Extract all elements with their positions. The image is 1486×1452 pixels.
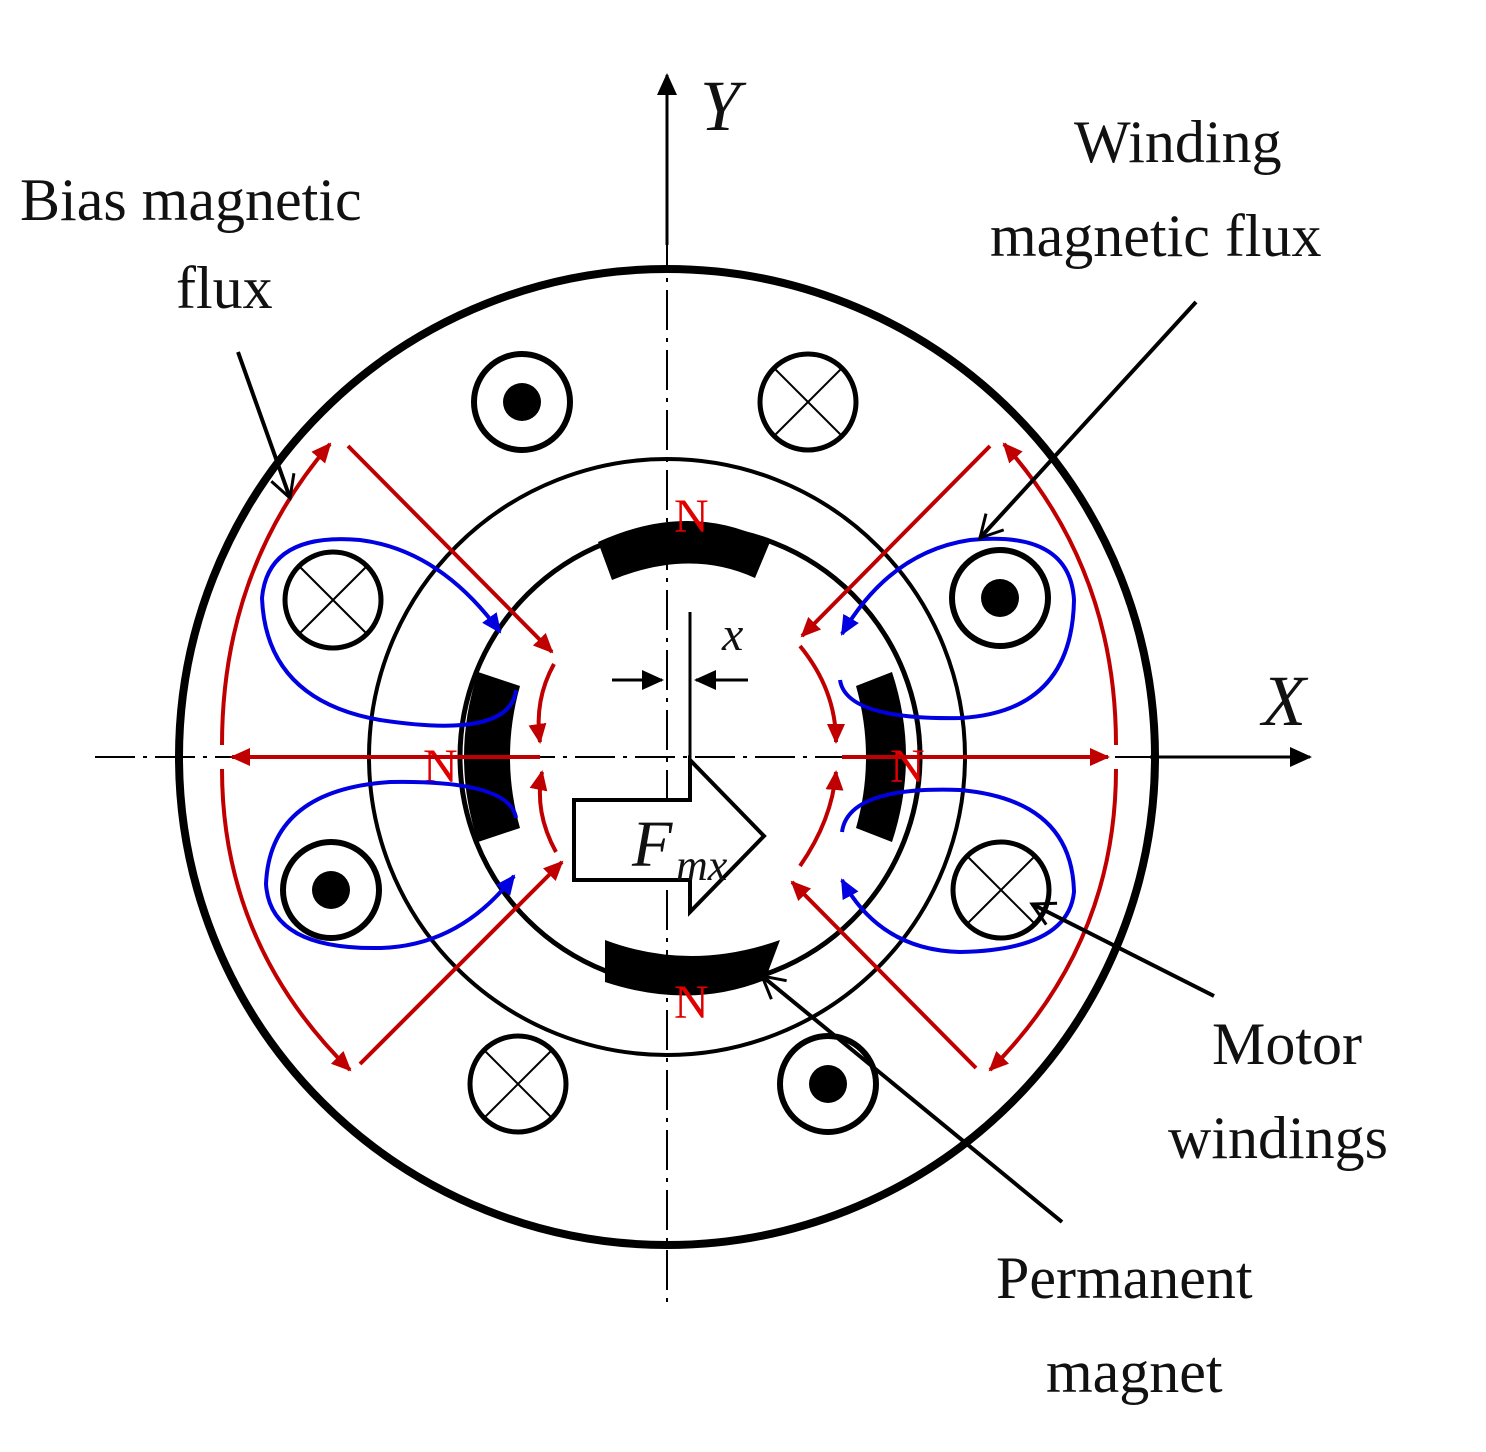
bias-flux-inner-arc-right-upper bbox=[798, 644, 845, 744]
bias-flux-right-arc-upper bbox=[1002, 442, 1118, 746]
callout-motor-windings bbox=[1029, 901, 1215, 998]
bias-flux-left-arc-upper bbox=[220, 442, 332, 746]
bias-flux-left-arc-lower bbox=[220, 768, 352, 1072]
outer-stator-ring bbox=[175, 265, 1159, 1249]
motor-windings-label-line1: Motor bbox=[1212, 1011, 1362, 1077]
bias-flux-diagonal-top-right bbox=[800, 444, 992, 638]
callout-arrows bbox=[236, 300, 1215, 1224]
bias-flux-inner-arc-left-upper bbox=[528, 663, 556, 744]
current-in-cross-icon-stroke bbox=[966, 855, 1036, 925]
winding-flux-label-line2: magnetic flux bbox=[990, 203, 1322, 269]
annotation-labels: Bias magnetic flux Winding magnetic flux… bbox=[20, 109, 1388, 1405]
y-axis-label: Y bbox=[700, 66, 747, 146]
bias-flux-diagonal-bottom-right bbox=[790, 880, 978, 1070]
winding-left-upper bbox=[282, 549, 384, 651]
winding-top-left bbox=[471, 351, 573, 453]
force-arrow-shape bbox=[572, 755, 767, 917]
pole-label-right: N bbox=[890, 740, 925, 793]
winding-flux-loop-right-upper bbox=[838, 536, 1077, 721]
callout-permanent-magnet bbox=[759, 974, 1064, 1224]
force-label-subscript: mx bbox=[676, 841, 728, 890]
center-lines bbox=[95, 230, 1240, 1310]
callout-bias-flux bbox=[236, 351, 296, 501]
magnet-top bbox=[598, 521, 770, 580]
winding-right-upper bbox=[949, 547, 1051, 649]
bias-flux-inner-arc-right-lower bbox=[798, 770, 844, 868]
bias-flux-diagonal-top-left bbox=[346, 444, 554, 654]
motor-windings-label-line2: windings bbox=[1168, 1105, 1388, 1171]
magnet-bottom bbox=[605, 940, 780, 996]
current-in-cross-icon-stroke bbox=[298, 565, 368, 635]
current-in-cross-icon-stroke bbox=[483, 1049, 553, 1119]
winding-flux-label-line1: Winding bbox=[1074, 109, 1282, 175]
current-in-cross-icon-stroke bbox=[773, 367, 843, 437]
bias-flux-inner-arc-left-lower bbox=[529, 770, 558, 853]
pole-label-top: N bbox=[674, 490, 709, 543]
winding-flux-loop-left-upper bbox=[259, 537, 518, 728]
displacement-indicator: x bbox=[612, 608, 748, 790]
winding-bottom-right bbox=[777, 1033, 879, 1135]
current-out-dot-icon bbox=[503, 383, 541, 421]
current-out-dot-icon bbox=[312, 871, 350, 909]
displacement-label: x bbox=[721, 608, 743, 661]
winding-flux-loops bbox=[259, 536, 1077, 955]
pole-label-bottom: N bbox=[674, 976, 709, 1029]
winding-bottom-left bbox=[467, 1033, 569, 1135]
winding-right-lower bbox=[950, 839, 1052, 941]
current-out-dot-icon bbox=[981, 579, 1019, 617]
winding-top-right bbox=[757, 351, 859, 453]
windings bbox=[280, 351, 1052, 1135]
x-axis-label: X bbox=[1259, 661, 1309, 741]
bias-flux-diagonal-bottom-left bbox=[358, 860, 564, 1066]
axes: X Y bbox=[657, 66, 1312, 767]
pole-labels: N N N N bbox=[423, 490, 925, 1029]
winding-left-lower bbox=[280, 839, 382, 941]
bias-flux-label-line2: flux bbox=[176, 255, 273, 321]
callout-winding-flux bbox=[977, 300, 1198, 541]
permanent-magnets bbox=[464, 521, 906, 996]
force-arrow: F mx bbox=[572, 755, 767, 917]
winding-flux-loop-right-lower bbox=[840, 787, 1077, 955]
force-label-main: F bbox=[631, 808, 673, 881]
permanent-magnet-label-line2: magnet bbox=[1046, 1339, 1223, 1405]
bias-flux-label-line1: Bias magnetic bbox=[20, 167, 362, 233]
bias-flux-paths bbox=[220, 442, 1118, 1072]
permanent-magnet-label-line1: Permanent bbox=[996, 1245, 1253, 1311]
winding-flux-loop-left-lower bbox=[263, 779, 518, 951]
current-out-dot-icon bbox=[809, 1065, 847, 1103]
